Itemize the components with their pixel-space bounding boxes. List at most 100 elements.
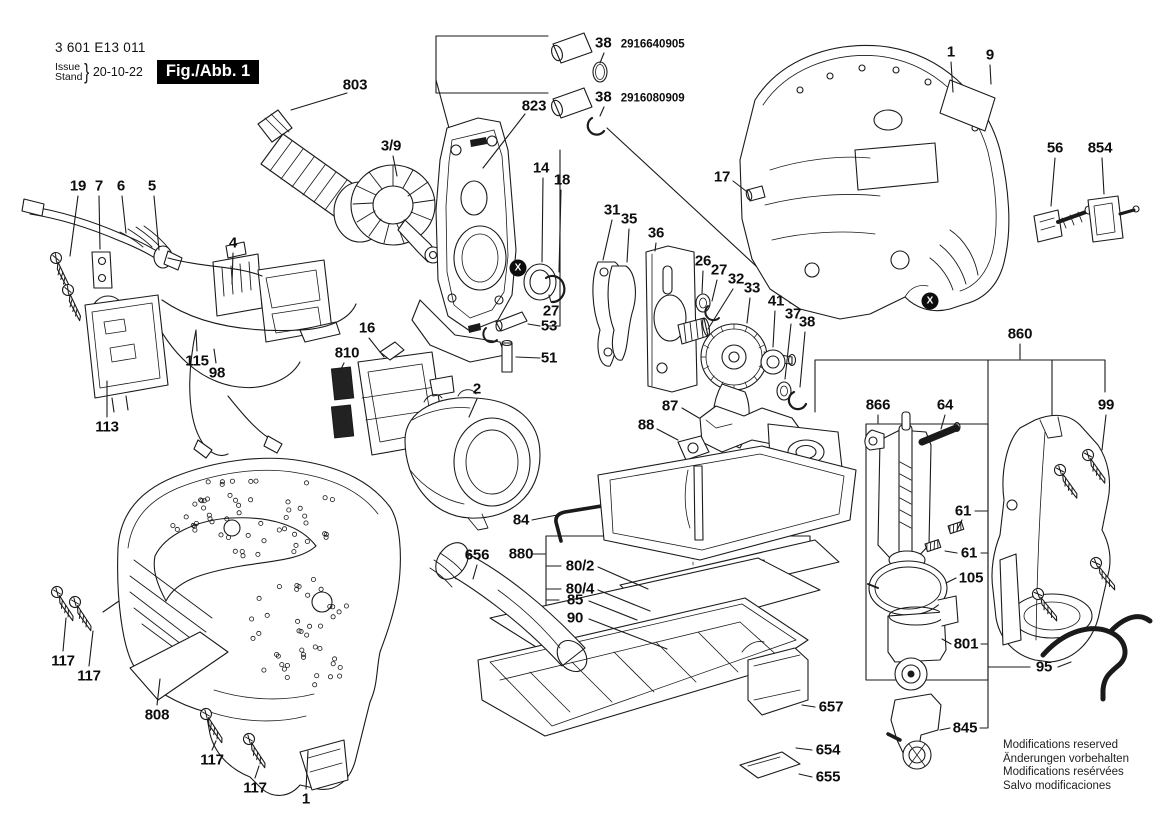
leader-line	[213, 348, 217, 364]
leader-line	[599, 106, 605, 117]
grip-dot	[337, 673, 343, 679]
leader-line	[945, 577, 957, 584]
grip-dot	[283, 515, 289, 521]
leader-line	[69, 195, 79, 257]
grip-dot	[297, 505, 303, 511]
grip-dot	[170, 523, 176, 529]
grip-dot	[219, 479, 225, 485]
grip-dot	[250, 635, 256, 641]
leader-line	[989, 64, 992, 85]
grip-dot	[256, 595, 262, 601]
leader-line	[88, 630, 94, 667]
leader-line	[588, 600, 638, 621]
grip-dot	[304, 632, 310, 638]
grip-dot	[330, 614, 336, 620]
grip-dot	[317, 646, 323, 652]
grip-dot	[236, 502, 242, 508]
grip-dot	[261, 667, 267, 673]
grip-dot	[253, 478, 259, 484]
grip-dot	[236, 510, 242, 516]
grip-dot	[232, 548, 238, 554]
leader-line	[527, 323, 541, 327]
type-number: 3 601 E13 011	[55, 40, 146, 55]
grip-dot	[330, 661, 336, 667]
grip-dot	[304, 539, 310, 545]
leader-line	[368, 337, 385, 358]
grip-dot	[224, 516, 230, 522]
guard-housing-drawing	[991, 414, 1153, 702]
grip-dot	[286, 507, 292, 513]
leader-line	[121, 195, 127, 234]
grip-dot	[284, 675, 290, 681]
note-line: Modifications reserved	[1003, 739, 1119, 751]
modification-notes: Modifications reserved Änderungen vorbeh…	[1003, 739, 1129, 793]
left-housing-drawing	[43, 457, 401, 796]
grip-dot	[248, 478, 254, 484]
grip-dot	[206, 512, 212, 518]
brace-glyph: }	[84, 59, 90, 84]
leader-line	[211, 740, 217, 751]
grip-dot	[296, 628, 302, 634]
leader-line	[153, 195, 160, 251]
drawing-header: 3 601 E13 011 Issue Stand } 20-10-22 Fig…	[55, 40, 260, 85]
grip-dot	[314, 673, 320, 679]
leader-line	[98, 195, 101, 250]
grip-dot	[292, 531, 298, 537]
leader-line	[482, 113, 526, 169]
grip-dot	[279, 662, 285, 668]
leader-line	[1101, 157, 1105, 195]
plunger-assembly-drawing	[864, 411, 965, 691]
grip-dot	[299, 647, 305, 653]
grip-dot	[318, 586, 324, 592]
grip-dot	[281, 526, 287, 532]
grip-dot	[192, 501, 198, 507]
grip-dot	[201, 505, 207, 511]
grip-dot	[303, 480, 309, 486]
grip-dot	[312, 644, 318, 650]
grip-dot	[310, 577, 316, 583]
leader-line	[746, 297, 751, 324]
leader-line	[801, 704, 816, 708]
leader-line	[531, 514, 558, 521]
leader-line	[784, 323, 792, 380]
leader-line	[711, 279, 718, 302]
grip-dot	[285, 499, 291, 505]
leader-line	[944, 550, 958, 554]
wire-guard-95	[1040, 626, 1128, 702]
grip-dot	[302, 513, 308, 519]
leader-line	[392, 155, 398, 177]
grip-dot	[323, 534, 329, 540]
grip-dot	[204, 496, 210, 502]
leader-line	[339, 362, 345, 372]
issue-stand-label: Issue Stand	[55, 61, 83, 83]
figure-label: Fig./Abb. 1	[156, 60, 260, 84]
grip-dot	[332, 656, 338, 662]
grip-dot	[219, 481, 225, 487]
armature-drawing	[257, 109, 442, 264]
leader-line	[515, 356, 541, 359]
grip-dot	[232, 497, 238, 503]
grip-dot	[329, 497, 335, 503]
leader-line	[732, 180, 747, 192]
dust-tube-drawing	[429, 542, 588, 673]
leader-line	[468, 398, 478, 418]
grip-dot	[298, 629, 304, 635]
grip-dot	[248, 497, 254, 503]
motor-housing-drawing	[739, 44, 1010, 320]
grip-dot	[240, 553, 246, 559]
leader-line	[254, 765, 260, 779]
grip-dot	[300, 654, 306, 660]
issue-date: 20-10-22	[92, 65, 143, 79]
grip-dot	[337, 665, 343, 671]
leader-line	[599, 52, 605, 64]
grip-dot	[336, 609, 342, 615]
grip-dot	[245, 532, 251, 538]
grip-dot	[322, 495, 328, 501]
leader-line	[597, 589, 651, 612]
note-line: Modifications resérvées	[1003, 766, 1124, 778]
leader-line	[798, 773, 813, 778]
grip-dot	[295, 618, 301, 624]
issue-row: Issue Stand } 20-10-22 Fig./Abb. 1	[55, 59, 260, 85]
leader-line	[156, 678, 161, 706]
note-line: Änderungen vorbehalten	[1003, 752, 1129, 765]
